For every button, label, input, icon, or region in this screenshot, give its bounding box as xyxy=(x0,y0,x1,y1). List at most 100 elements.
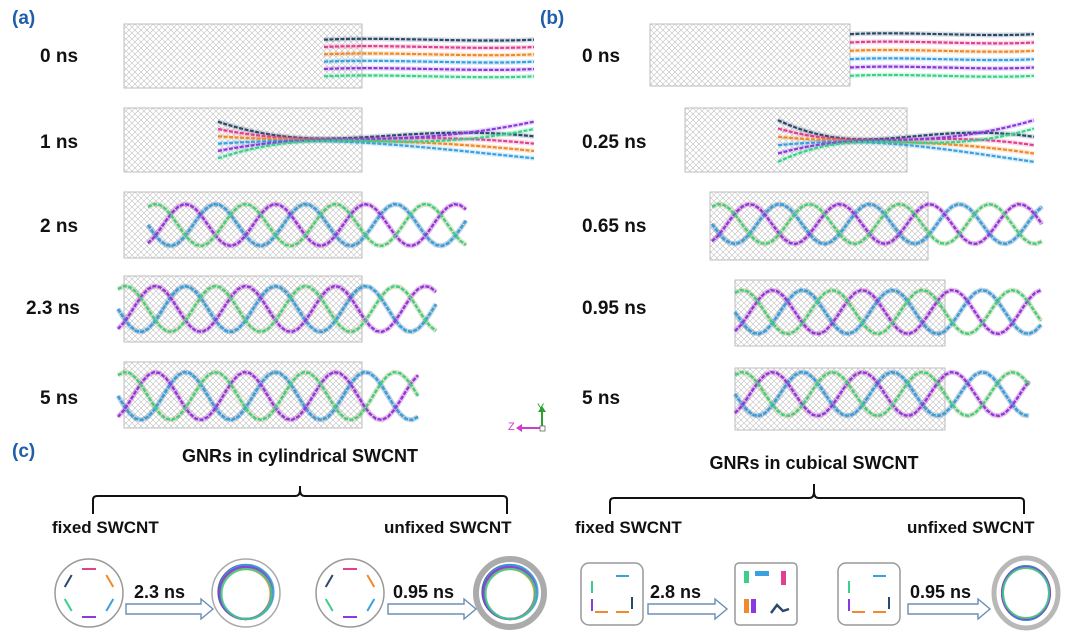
snapshot-8 xyxy=(732,279,1044,347)
cubical-title: GNRs in cubical SWCNT xyxy=(709,453,919,473)
ribbon-halo xyxy=(217,126,535,161)
ribbon xyxy=(217,120,535,153)
ribbon-halo xyxy=(849,64,1035,71)
ribbon xyxy=(777,127,1035,147)
nanotube xyxy=(123,23,363,89)
ribbon-halo xyxy=(732,369,1030,419)
initial-cubical-section xyxy=(580,562,644,626)
snapshot-5 xyxy=(649,23,1035,87)
ribbon xyxy=(711,202,1043,246)
ribbon-halo xyxy=(733,369,1031,419)
time-arrow xyxy=(125,597,215,621)
cub-fixed-time: 2.8 ns xyxy=(650,582,702,602)
nanotube xyxy=(709,191,929,261)
ribbon xyxy=(147,202,467,248)
ribbon xyxy=(217,120,535,140)
ribbon-halo xyxy=(116,283,438,335)
time-label-a-3: 2.3 ns xyxy=(26,298,80,319)
final-cubical-section xyxy=(734,562,798,626)
cyl-fixed-label: fixed SWCNT xyxy=(52,518,159,537)
ribbon xyxy=(711,202,1043,246)
ribbon-halo xyxy=(146,201,468,249)
axis-indicator xyxy=(516,406,546,432)
ribbon-halo xyxy=(323,36,535,44)
cyl-unfixed-time: 0.95 ns xyxy=(393,582,455,602)
ribbon xyxy=(711,202,1043,246)
ribbon-halo xyxy=(217,138,535,161)
ribbon xyxy=(147,202,467,248)
snapshot-7 xyxy=(709,191,1045,261)
ribbon-halo xyxy=(115,369,420,423)
ribbon-halo xyxy=(733,287,1044,337)
ribbon-halo xyxy=(217,119,535,142)
ribbon-halo xyxy=(733,287,1043,337)
time-arrow xyxy=(647,597,729,621)
ribbon xyxy=(117,284,437,334)
final-cylindrical-section xyxy=(211,558,281,628)
ribbon-halo xyxy=(777,139,1035,165)
ribbon xyxy=(777,127,1035,163)
ribbon-halo xyxy=(709,201,1044,247)
ribbon-halo xyxy=(711,201,1043,247)
braces xyxy=(92,484,1025,514)
ribbon xyxy=(323,37,535,42)
snapshot-2 xyxy=(123,191,469,259)
time-label-b-2: 0.65 ns xyxy=(582,216,647,237)
ribbon-halo xyxy=(849,47,1035,55)
ribbon xyxy=(777,140,1035,163)
ribbon xyxy=(777,119,1035,141)
time-label-b-4: 5 ns xyxy=(582,388,621,409)
ribbon xyxy=(117,284,437,334)
time-label-b-1: 0.25 ns xyxy=(582,132,647,153)
ribbon xyxy=(734,370,1030,418)
ribbon-halo xyxy=(116,369,421,423)
ribbon-halo xyxy=(146,201,468,249)
ribbon-halo xyxy=(217,119,535,154)
ribbon xyxy=(734,370,1030,418)
time-label-a-4: 5 ns xyxy=(40,388,79,409)
time-label-a-2: 2 ns xyxy=(40,216,79,237)
axis-y-label: Y xyxy=(537,402,545,414)
ribbon xyxy=(117,370,419,422)
ribbon xyxy=(323,59,535,64)
snapshot-0 xyxy=(123,23,535,89)
time-arrow xyxy=(907,597,992,621)
ribbon xyxy=(734,288,1042,336)
final-cubical-section-unfixed xyxy=(991,555,1061,631)
ribbon xyxy=(117,370,419,422)
final-cylindrical-section xyxy=(473,556,547,630)
snapshot-3 xyxy=(115,275,439,343)
ribbon-halo xyxy=(710,201,1045,247)
ribbon xyxy=(323,52,535,57)
initial-cylindrical-section xyxy=(54,558,124,628)
panel-c-label: (c) xyxy=(12,441,36,462)
ribbon-halo xyxy=(777,117,1035,156)
panel-a-label: (a) xyxy=(12,8,36,29)
ribbon-halo xyxy=(849,39,1035,46)
time-label-b-3: 0.95 ns xyxy=(582,298,647,319)
ribbon xyxy=(734,370,1030,418)
snapshot-6 xyxy=(684,107,1035,173)
ribbon xyxy=(734,288,1042,336)
nanotube xyxy=(734,367,946,431)
ribbon xyxy=(323,45,535,49)
ribbon-halo xyxy=(849,30,1035,38)
ribbon-halo xyxy=(323,65,535,73)
initial-cubical-section xyxy=(837,562,901,626)
ribbon-halo xyxy=(323,58,535,66)
cub-fixed-label: fixed SWCNT xyxy=(575,518,682,537)
ribbon xyxy=(777,119,1035,155)
initial-cylindrical-section xyxy=(315,558,385,628)
cyl-fixed-time: 2.3 ns xyxy=(134,582,186,602)
ribbon xyxy=(217,135,535,153)
nanotube xyxy=(649,23,851,87)
panel-b-label: (b) xyxy=(540,8,565,29)
ribbon xyxy=(217,139,535,160)
ribbon-halo xyxy=(849,72,1035,80)
ribbon xyxy=(117,370,419,422)
ribbon-halo xyxy=(323,72,535,80)
snapshot-canvas xyxy=(115,23,1045,431)
ribbon-halo xyxy=(777,126,1035,148)
ribbon-halo xyxy=(849,55,1035,63)
cub-unfixed-label: unfixed SWCNT xyxy=(907,518,1035,537)
